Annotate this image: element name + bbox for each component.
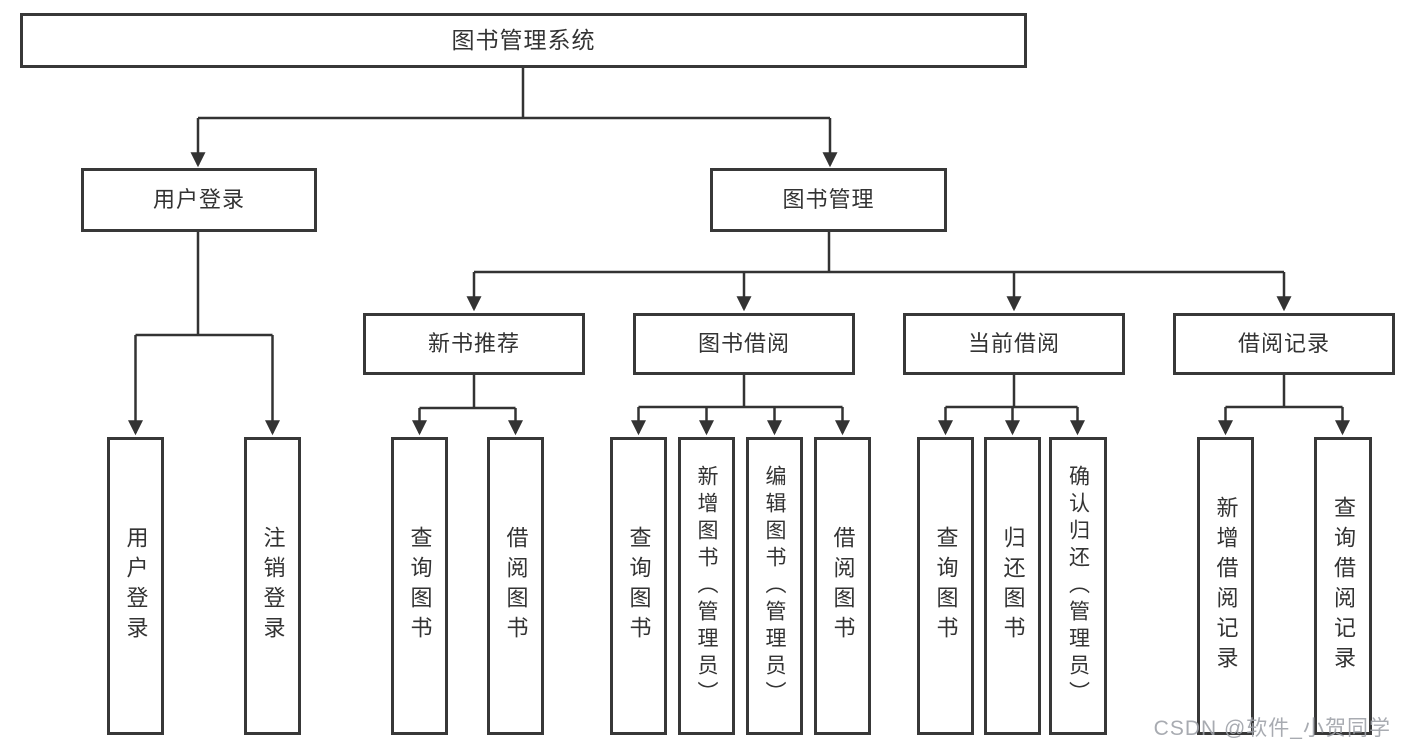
leaf-return-books: 归还图书 [984,437,1041,735]
leaf-add-books-admin: 新增图书（管理员） [678,437,735,735]
leaf-query-books-borrowing: 查询图书 [610,437,667,735]
leaf-borrow-books: 借阅图书 [814,437,871,735]
leaf-confirm-return-admin: 确认归还（管理员） [1049,437,1107,735]
leaf-borrow-books-recommend: 借阅图书 [487,437,544,735]
node-user-login-group: 用户登录 [81,168,317,232]
leaf-logout: 注销登录 [244,437,301,735]
leaf-add-borrow-record: 新增借阅记录 [1197,437,1254,735]
node-book-management: 图书管理 [710,168,947,232]
leaf-user-login: 用户登录 [107,437,164,735]
leaf-query-borrow-record: 查询借阅记录 [1314,437,1372,735]
node-borrowing-records: 借阅记录 [1173,313,1395,375]
leaf-query-books-current: 查询图书 [917,437,974,735]
node-new-book-recommend: 新书推荐 [363,313,585,375]
node-library-management-system: 图书管理系统 [20,13,1027,68]
csdn-watermark: CSDN @软件_小贺同学 [1153,717,1391,740]
node-current-borrowing: 当前借阅 [903,313,1125,375]
leaf-edit-books-admin: 编辑图书（管理员） [746,437,803,735]
node-book-borrowing: 图书借阅 [633,313,855,375]
leaf-query-books-recommend: 查询图书 [391,437,448,735]
